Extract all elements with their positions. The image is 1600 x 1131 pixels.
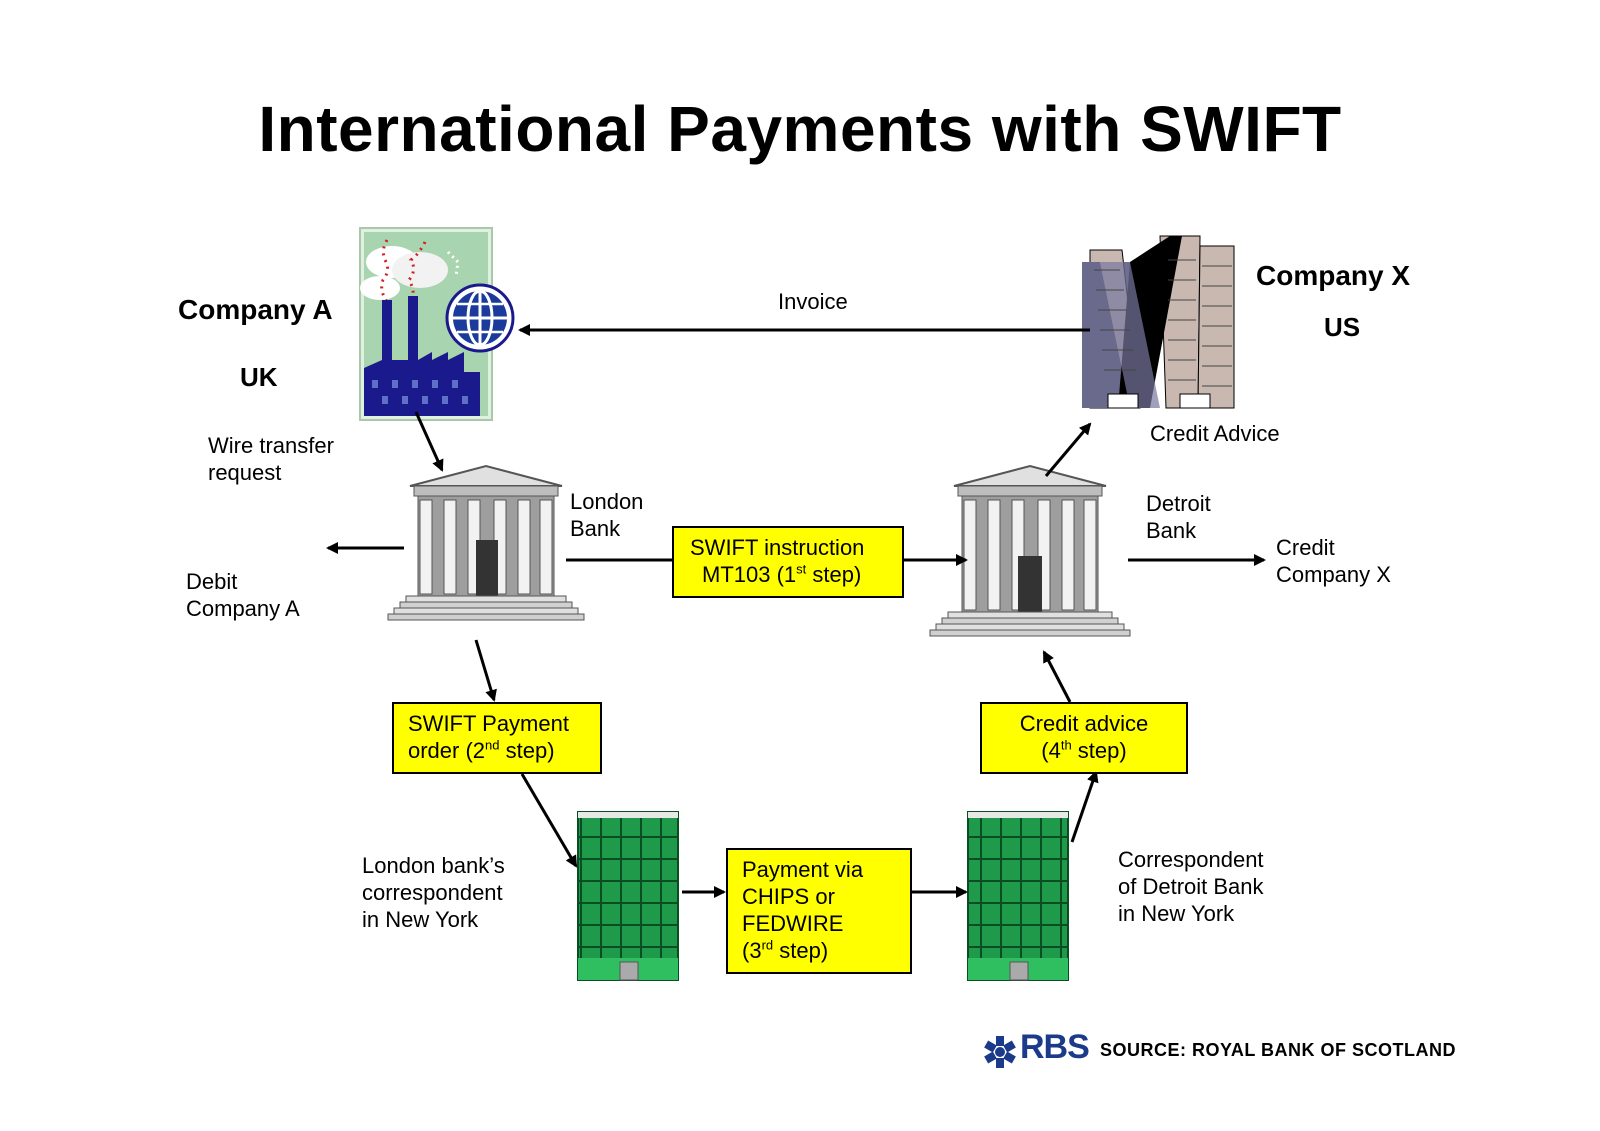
step1-line-1: SWIFT instruction [690, 535, 865, 560]
factory-icon [359, 227, 493, 421]
step2-box: SWIFT Payment order (2nd step) [392, 702, 602, 774]
step2-line-1: SWIFT Payment [408, 711, 569, 736]
london-correspondent-building-icon [577, 811, 679, 981]
step1-sup: st [796, 561, 807, 577]
step2-line-2-pre: order (2 [408, 738, 486, 763]
step4-sup: th [1060, 737, 1072, 753]
rbs-logo-icon [984, 1036, 1016, 1068]
step4-line-2-pre: (4 [1041, 738, 1061, 763]
step3-sup: rd [761, 937, 774, 953]
wire-transfer-line-1: Wire transfer [208, 433, 334, 458]
step3-line-1: Payment via [742, 857, 864, 882]
step3-box: Payment via CHIPS or FEDWIRE (3rd step) [726, 848, 912, 974]
detroit-bank-line-1: Detroit [1146, 491, 1211, 516]
london-bank-label: London Bank [570, 488, 643, 542]
invoice-label: Invoice [778, 289, 848, 314]
step2-line-2-post: step) [499, 738, 555, 763]
detroit-bank-label: Detroit Bank [1146, 490, 1211, 544]
credit-advice-arrow [1044, 422, 1092, 477]
credit-label: Credit Company X [1276, 534, 1391, 588]
detroit-corr-line-1: Correspondent [1118, 847, 1264, 872]
debit-label: Debit Company A [186, 568, 300, 622]
skyscraper-icon [1082, 235, 1235, 409]
company-x-country: US [1324, 312, 1361, 342]
credit-line-1: Credit [1276, 535, 1335, 560]
step1-box: SWIFT instruction MT103 (1st step) [672, 526, 904, 598]
company-a-country: UK [240, 362, 278, 392]
london-corr-line-3: in New York [362, 907, 479, 932]
correspondent-to-step4-arrow [1070, 770, 1099, 843]
company-x-name: Company X [1256, 260, 1411, 291]
detroit-correspondent-building-icon [967, 811, 1069, 981]
detroit-corr-line-2: of Detroit Bank [1118, 874, 1264, 899]
step4-to-detroit-arrow [1042, 650, 1072, 703]
london-bank-line-1: London [570, 489, 644, 514]
wire-transfer-arrow [414, 411, 444, 472]
london-to-step2-arrow [474, 639, 497, 702]
wire-transfer-line-2: request [208, 460, 282, 485]
london-correspondent-label: London bank’s correspondent in New York [362, 852, 505, 933]
source-credit: SOURCE: ROYAL BANK OF SCOTLAND [1100, 1040, 1457, 1060]
detroit-correspondent-label: Correspondent of Detroit Bank in New Yor… [1118, 846, 1264, 927]
step4-line-1: Credit advice [1019, 711, 1149, 736]
globe-icon [445, 283, 515, 353]
step2-sup: nd [485, 737, 500, 753]
step3-line-2: CHIPS or [742, 884, 835, 909]
credit-advice-label: Credit Advice [1150, 421, 1280, 446]
london-corr-line-2: correspondent [362, 880, 503, 905]
company-a-name: Company A [178, 294, 333, 325]
debit-line-2: Company A [186, 596, 300, 621]
debit-line-1: Debit [186, 569, 238, 594]
step3-line-4-pre: (3 [742, 938, 762, 963]
rbs-logo-text: RBS [1020, 1028, 1090, 1066]
step2-to-correspondent-arrow [520, 773, 578, 868]
step4-line-2-post: step) [1071, 738, 1127, 763]
step3-line-3: FEDWIRE [742, 911, 844, 936]
step1-line-2-post: step) [806, 562, 862, 587]
london-corr-line-1: London bank’s [362, 853, 505, 878]
step4-box: Credit advice (4th step) [980, 702, 1188, 774]
credit-line-2: Company X [1276, 562, 1391, 587]
london-bank-icon [387, 464, 585, 621]
wire-transfer-label: Wire transfer request [208, 432, 334, 486]
step3-line-4-post: step) [773, 938, 829, 963]
step1-line-2-pre: MT103 (1 [702, 562, 797, 587]
detroit-bank-line-2: Bank [1146, 518, 1197, 543]
detroit-bank-icon [929, 464, 1131, 637]
detroit-corr-line-3: in New York [1118, 901, 1235, 926]
page-title: International Payments with SWIFT [258, 93, 1342, 165]
london-bank-line-2: Bank [570, 516, 621, 541]
